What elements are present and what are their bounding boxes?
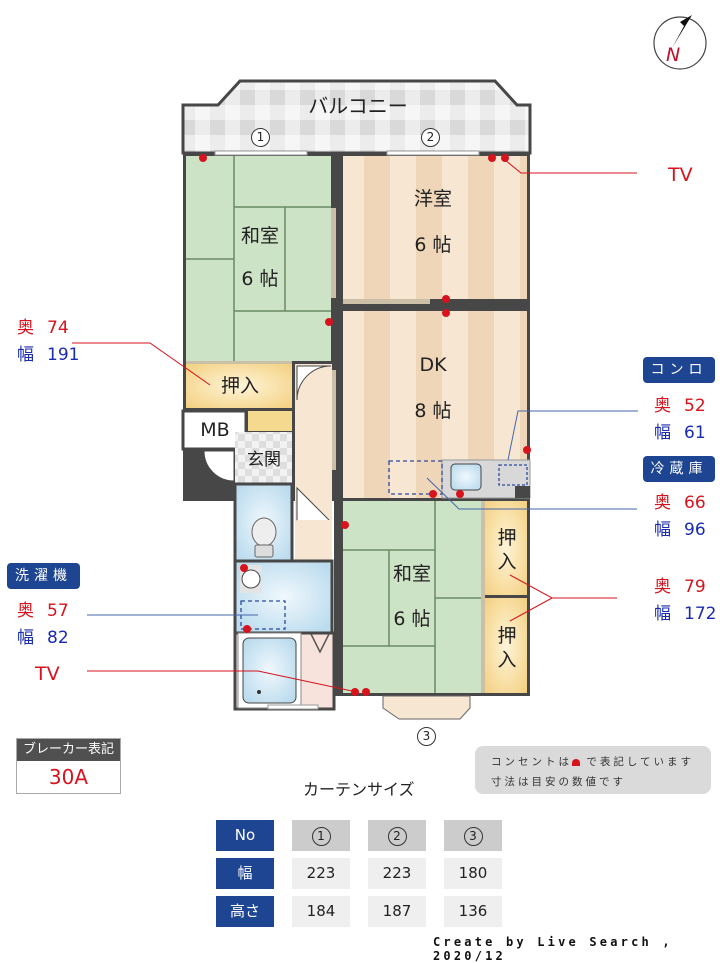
curtain-no-1: 1	[292, 820, 350, 851]
balcony-label: バルコニー	[308, 94, 408, 118]
room-oshiire-north: 押入	[220, 375, 259, 397]
badge-reizouko: 冷蔵庫	[643, 456, 715, 482]
north-arrow-icon: N	[666, 44, 681, 66]
breaker-box: ブレーカー表記 30A	[16, 738, 121, 794]
room-dk-name: DK	[419, 354, 447, 376]
badge-konro: コンロ	[643, 357, 715, 383]
room-genkan: 玄関	[247, 450, 281, 470]
room-oshiire-south-2: 押 入	[497, 625, 517, 671]
window-1-marker: 1	[251, 126, 270, 147]
outlet-icon	[572, 758, 580, 766]
window-2-marker: 2	[421, 126, 440, 147]
room-oshiire-south-1: 押 入	[497, 527, 517, 573]
room-dk-size: 8 帖	[414, 400, 452, 422]
room-washitsu-south-size: 6 帖	[393, 608, 431, 630]
curtain-header-height: 高さ	[216, 896, 274, 927]
tv-label-south: TV	[35, 663, 60, 685]
curtain-height-2: 187	[368, 896, 426, 927]
credit-text: Create by Live Search , 2020/12	[433, 935, 673, 963]
curtain-height-1: 184	[292, 896, 350, 927]
room-washitsu-north-size: 6 帖	[241, 268, 279, 290]
room-yoshitsu-size: 6 帖	[414, 234, 452, 256]
curtain-width-1: 223	[292, 858, 350, 889]
curtain-no-3: 3	[444, 820, 502, 851]
room-washitsu-north-name: 和室	[240, 225, 279, 247]
breaker-value: 30A	[17, 761, 120, 793]
curtain-header-width: 幅	[216, 858, 274, 889]
room-mb: MB	[200, 419, 230, 441]
curtain-width-3: 180	[444, 858, 502, 889]
window-3-marker: 3	[417, 725, 436, 746]
tv-label-north: TV	[668, 164, 693, 186]
curtain-header-no: No	[216, 820, 274, 851]
badge-sentakuki: 洗濯機	[7, 563, 80, 589]
curtain-title: カーテンサイズ	[303, 780, 415, 799]
room-yoshitsu-name: 洋室	[413, 188, 452, 210]
legend-note: コンセントは で表記しています 寸法は目安の数値です	[475, 746, 711, 794]
curtain-width-2: 223	[368, 858, 426, 889]
curtain-no-2: 2	[368, 820, 426, 851]
breaker-header: ブレーカー表記	[17, 739, 120, 761]
curtain-height-3: 136	[444, 896, 502, 927]
room-washitsu-south-name: 和室	[392, 563, 431, 585]
